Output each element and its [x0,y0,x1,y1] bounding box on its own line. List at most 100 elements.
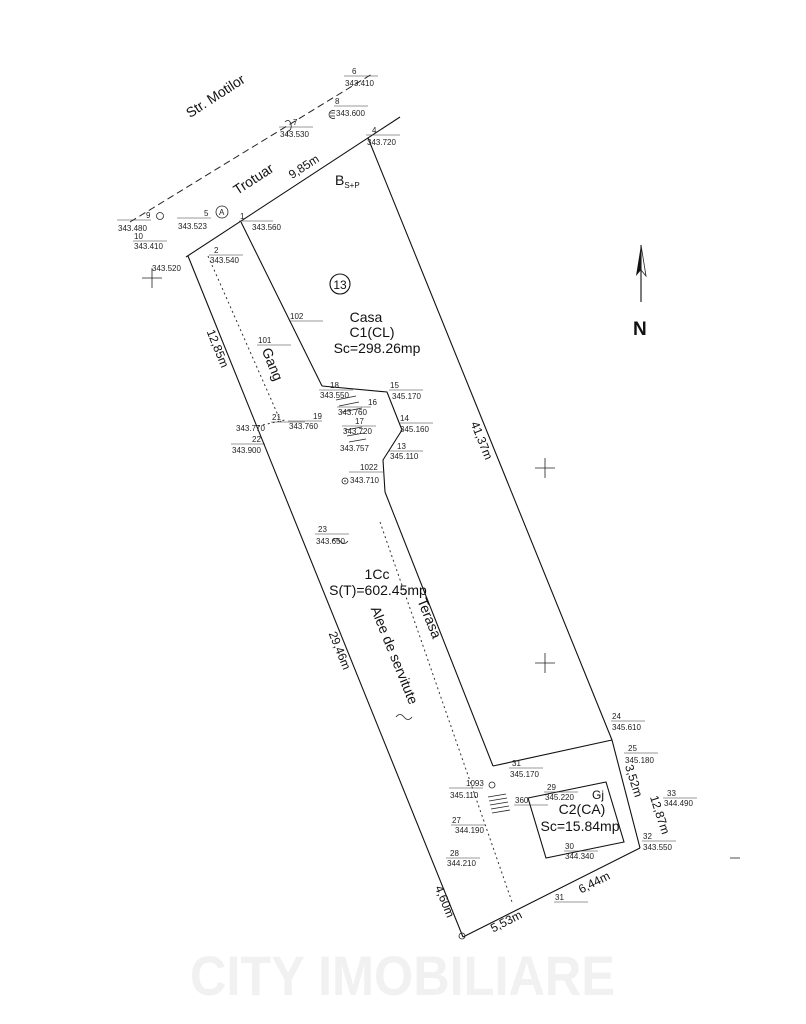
house-code: C1(CL) [349,324,394,340]
point-number: 33 [667,789,676,798]
point-number: 17 [355,417,364,426]
survey-mark-icon [344,480,346,482]
point-number: 15 [390,381,399,390]
point-elevation: 345.160 [400,425,429,434]
easement-edge-line [379,521,513,903]
left-side-dimension: 29,46m [326,629,354,671]
point-elevation: 343.720 [367,138,396,147]
point-elevation: 345.170 [392,392,421,401]
right-boundary-line [367,137,613,741]
point-elevation: 343.600 [336,109,365,118]
survey-mark-icon [284,120,292,136]
point-elevation: 343.760 [289,422,318,431]
point-elevation: 345.610 [612,723,641,732]
survey-point: 343.770 [236,424,265,433]
survey-point: 101 [257,336,291,346]
survey-point: 8 343.600 [334,97,368,118]
grid-crosshair [535,653,555,673]
point-elevation: 343.410 [345,79,374,88]
survey-point: 14 345.160 [399,414,433,434]
point-elevation: 343.530 [280,130,309,139]
grid-crosshair [142,268,162,288]
survey-point: 4 343.720 [366,126,400,147]
point-elevation: 343.560 [252,223,281,232]
point-number: 14 [400,414,409,423]
left-rear-dimension: 4,60m [432,883,457,919]
point-elevation: 343.550 [643,843,672,852]
point-number: 1093 [466,779,484,788]
point-number: 102 [290,312,304,321]
house-title: Casa [350,309,383,325]
point-number: 31 [555,893,564,902]
street-edge-line [129,73,373,223]
survey-mark-icon [156,212,164,220]
north-arrow: N [633,244,647,340]
station-circle-icon [215,205,229,219]
point-elevation: 343.900 [232,446,261,455]
point-elevation: 343.770 [236,424,265,433]
survey-mark-icon [328,110,336,119]
point-elevation: 344.190 [455,826,484,835]
garage-code: C2(CA) [559,801,606,817]
point-elevation: 344.210 [447,859,476,868]
point-number: 8 [335,97,340,106]
garage-label: Gj [592,788,604,802]
point-number: 101 [258,336,272,345]
point-number: 4 [372,126,377,135]
point-number: 18 [330,381,339,390]
survey-mark-icon [488,781,496,789]
point-number: 32 [643,832,652,841]
house-rear-outline [321,385,403,493]
inner-rear-line [492,739,613,767]
rear-left-dimension: 5,53m [488,908,524,936]
survey-point: 343.520 [152,264,181,273]
grid-crosshair [535,458,555,478]
point-elevation: 343.523 [178,222,207,231]
point-elevation: 343.520 [152,264,181,273]
point-number: 24 [612,712,621,721]
passage-dotted-line [207,255,282,423]
point-number: 19 [313,412,322,421]
point-number: 2 [214,246,219,255]
survey-point: 343.757 [340,444,369,453]
house-west-wall [240,221,323,387]
stair-hatching [335,395,511,814]
north-arrow-icon [640,244,647,278]
point-number: 6 [352,67,357,76]
point-number: 5 [204,209,209,218]
point-number: 1022 [360,463,378,472]
point-number: 29 [547,783,556,792]
point-number: 16 [368,398,377,407]
point-number: 9 [146,211,151,220]
survey-point: 21 [271,413,305,423]
rear-dimension: 6,44m [576,869,612,897]
point-number: 22 [252,435,261,444]
sidewalk-label: Trotuar [230,160,276,198]
survey-point: 31 [554,893,588,903]
point-number: 30 [565,842,574,851]
point-elevation: 345.170 [510,770,539,779]
lot-number: 13 [333,278,347,292]
front-boundary-line [185,116,401,258]
terrace-edge-line [384,491,494,767]
point-elevation: 343.540 [210,256,239,265]
survey-mark-icon [341,477,349,485]
point-elevation: 343.757 [340,444,369,453]
right-side-dimension: 41,37m [468,419,496,461]
point-elevation: 344.490 [664,799,693,808]
survey-point: 5 343.523 [177,209,211,231]
point-number: 31 [512,759,521,768]
height-regime-base: B [335,172,344,188]
